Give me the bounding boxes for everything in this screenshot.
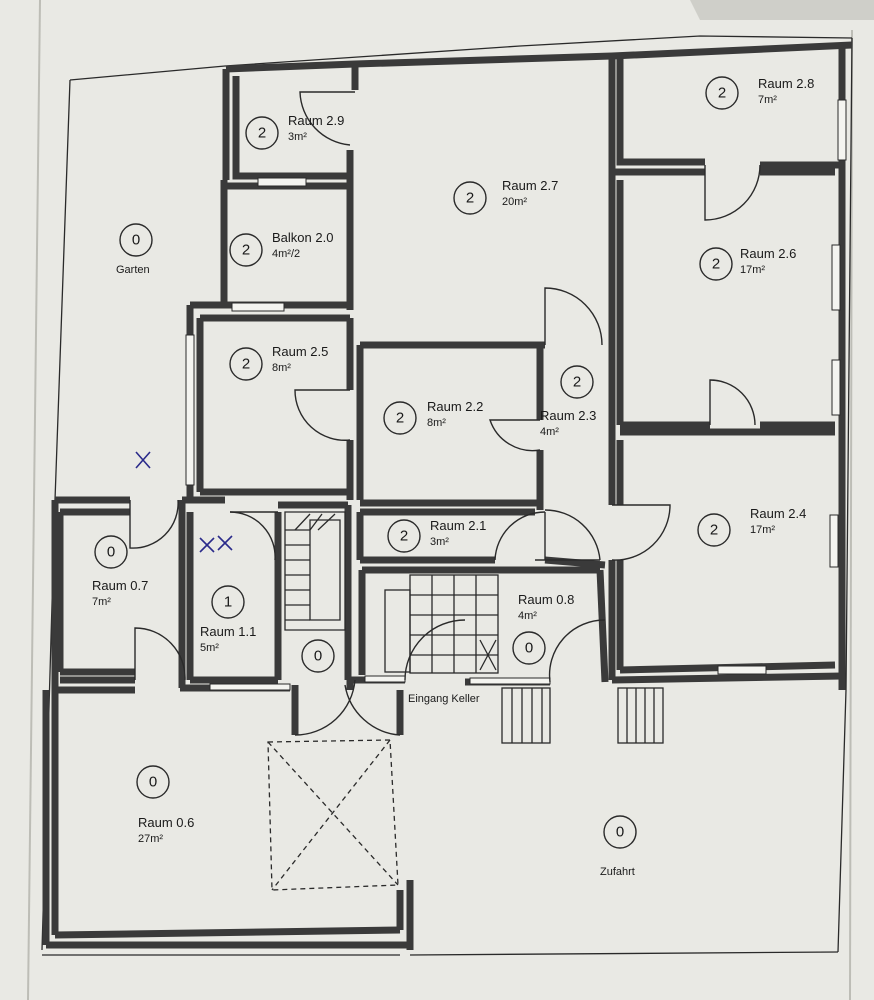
room-area: 17m²: [740, 264, 765, 276]
room-name: Raum 2.7: [502, 178, 558, 193]
room-stair: 0: [301, 639, 335, 673]
level-number: 0: [132, 232, 140, 249]
level-number: 2: [396, 410, 404, 427]
room-area: 7m²: [92, 596, 111, 608]
level-number: 2: [573, 374, 581, 391]
room-r21: 2 Raum 2.1 3m²: [387, 518, 486, 553]
room-name: Raum 2.4: [750, 506, 806, 521]
building-walls: [42, 41, 853, 950]
room-name: Raum 2.2: [427, 399, 483, 414]
level-circle: [387, 519, 421, 553]
level-number: 2: [242, 242, 250, 259]
room-r29: 2 Raum 2.9 3m²: [245, 113, 344, 150]
staircase-keller: [384, 574, 499, 674]
room-r28: 2 Raum 2.8 7m²: [705, 76, 814, 110]
room-area: 17m²: [750, 524, 775, 536]
level-number: 1: [224, 594, 232, 611]
level-number: 0: [107, 544, 115, 561]
level-circle: [211, 585, 245, 619]
room-name: Raum 2.3: [540, 408, 596, 423]
paper-fold-right: [849, 29, 853, 1000]
room-r25: 2 Raum 2.5 8m²: [229, 344, 328, 381]
room-area: 8m²: [427, 417, 446, 429]
level-circle: [705, 76, 739, 110]
room-area: 5m²: [200, 642, 219, 654]
room-r24: 2 Raum 2.4 17m²: [697, 506, 806, 547]
room-area: 7m²: [758, 94, 777, 106]
room-r26: 2 Raum 2.6 17m²: [699, 246, 796, 281]
room-balkon: 2 Balkon 2.0 4m²/2: [229, 230, 333, 267]
level-number: 0: [149, 774, 157, 791]
level-number: 0: [616, 824, 624, 841]
level-number: 2: [242, 356, 250, 373]
level-circle: [697, 513, 731, 547]
room-area: 8m²: [272, 362, 291, 374]
room-r27: 2 Raum 2.7 20m²: [453, 178, 558, 215]
level-number: 2: [400, 528, 408, 545]
room-name: Raum 2.8: [758, 76, 814, 91]
room-area: 4m²/2: [272, 248, 300, 260]
level-number: 0: [525, 640, 533, 657]
room-area: 4m²: [518, 610, 537, 622]
level-circle: [512, 631, 546, 665]
level-number: 2: [710, 522, 718, 539]
outside-steps-left: [501, 687, 551, 744]
level-circle: [453, 181, 487, 215]
level-circle: [301, 639, 335, 673]
level-circle: [383, 401, 417, 435]
level-circle: [245, 116, 279, 150]
paper-fold-left: [27, 0, 41, 1000]
room-area: 20m²: [502, 196, 527, 208]
room-name: Garten: [116, 264, 150, 276]
void-cross: [267, 739, 399, 891]
room-name: Raum 0.8: [518, 592, 574, 607]
room-name: Raum 2.5: [272, 344, 328, 359]
room-name: Raum 0.7: [92, 578, 148, 593]
handwritten-cross: [135, 451, 151, 469]
level-number: 2: [258, 125, 266, 142]
level-number: 0: [314, 648, 322, 665]
windows: [185, 99, 847, 691]
eingang-keller-label: Eingang Keller: [408, 693, 480, 705]
level-number: 2: [712, 256, 720, 273]
doors: [129, 91, 761, 736]
level-circle: [229, 347, 263, 381]
room-name: Raum 2.9: [288, 113, 344, 128]
room-r08: 0 Raum 0.8 4m²: [512, 592, 574, 665]
level-number: 2: [718, 85, 726, 102]
room-name: Raum 1.1: [200, 624, 256, 639]
level-circle: [229, 233, 263, 267]
handwritten-double-cross: [199, 535, 233, 553]
level-circle: [560, 365, 594, 399]
room-name: Raum 2.6: [740, 246, 796, 261]
level-circle: [94, 535, 128, 569]
room-area: 4m²: [540, 426, 559, 438]
room-area: 27m²: [138, 833, 163, 845]
room-name: Raum 0.6: [138, 815, 194, 830]
room-name: Zufahrt: [600, 866, 635, 878]
room-name: Balkon 2.0: [272, 230, 333, 245]
room-area: 3m²: [288, 131, 307, 143]
room-name: Raum 2.1: [430, 518, 486, 533]
level-circle: [603, 815, 637, 849]
level-circle: [136, 765, 170, 799]
level-circle: [119, 223, 153, 257]
room-r22: 2 Raum 2.2 8m²: [383, 399, 483, 435]
level-number: 2: [466, 190, 474, 207]
room-area: 3m²: [430, 536, 449, 548]
staircase-upper: [284, 511, 346, 631]
outside-steps-right: [617, 687, 664, 744]
level-circle: [699, 247, 733, 281]
